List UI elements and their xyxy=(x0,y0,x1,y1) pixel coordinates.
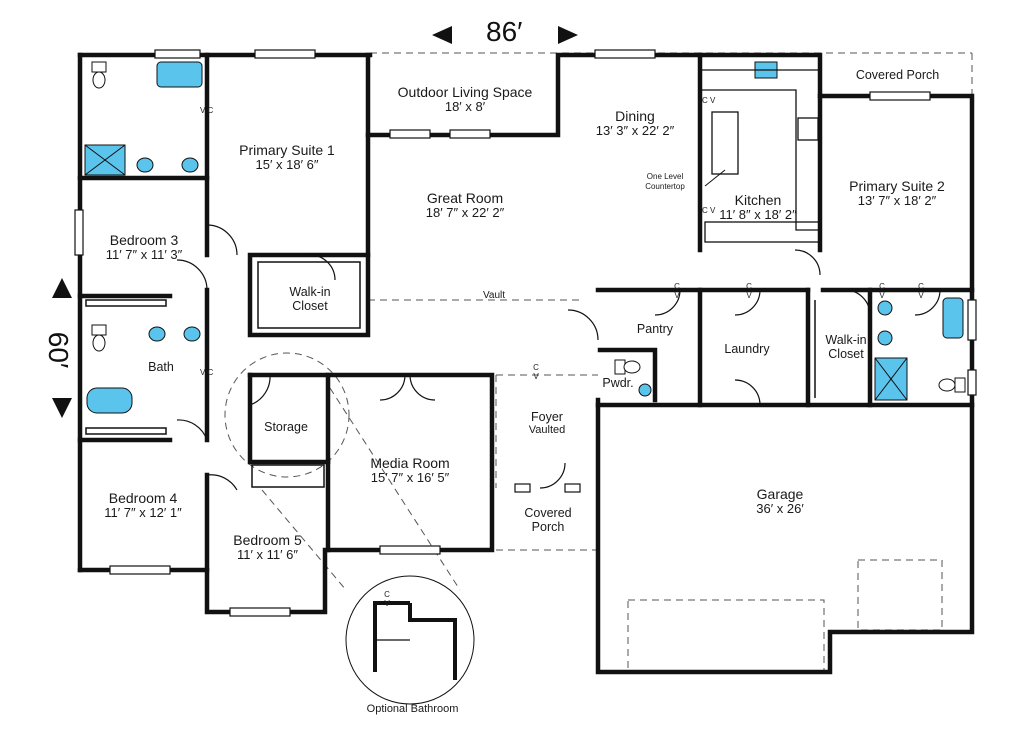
room-walk-in-closet-2: Walk-in Closet xyxy=(815,333,877,362)
room-name-2: Porch xyxy=(531,520,565,535)
room-name: Garage xyxy=(756,486,804,502)
vault-label: Vault xyxy=(482,290,506,301)
room-primary-suite-1: Primary Suite 1 15′ x 18′ 6″ xyxy=(222,142,352,173)
room-bedroom-3: Bedroom 3 11′ 7″ x 11′ 3″ xyxy=(88,232,200,263)
room-name: Primary Suite 1 xyxy=(239,142,335,158)
room-storage: Storage xyxy=(255,420,317,434)
optional-bathroom-inset xyxy=(345,575,475,705)
room-size: 11′ 7″ x 12′ 1″ xyxy=(104,505,182,521)
cv-marker: C V xyxy=(384,590,390,608)
cv-marker: C V xyxy=(918,282,924,300)
room-name: Foyer xyxy=(531,410,563,424)
room-foyer: Foyer Vaulted xyxy=(515,410,579,437)
width-dimension: 86′ xyxy=(486,16,523,47)
room-name: Storage xyxy=(264,420,308,434)
arrow-up-icon xyxy=(52,278,72,298)
room-bedroom-5: Bedroom 5 11′ x 11′ 6″ xyxy=(215,532,320,563)
optional-bathroom-label: Optional Bathroom xyxy=(366,703,459,715)
room-kitchen: Kitchen 11′ 8″ x 18′ 2″ xyxy=(712,192,804,223)
arrow-left-icon xyxy=(432,26,452,44)
room-bath: Bath xyxy=(140,360,182,374)
room-name: Kitchen xyxy=(734,192,782,208)
room-size: 18′ 7″ x 22′ 2″ xyxy=(425,205,505,221)
cv-marker: C V xyxy=(674,282,680,300)
cv-marker: C V xyxy=(746,282,752,300)
room-size: 11′ 7″ x 11′ 3″ xyxy=(105,247,183,263)
room-name: Pwdr. xyxy=(602,376,634,390)
blue-fixtures xyxy=(84,61,964,668)
room-name: Covered xyxy=(524,506,572,520)
arrow-right-icon xyxy=(558,26,578,44)
countertop-note-line2: Countertop xyxy=(645,181,685,191)
closet-shelves xyxy=(85,261,816,488)
arrow-down-icon xyxy=(52,398,72,418)
room-walk-in-closet-1: Walk-in Closet xyxy=(270,285,350,314)
room-media-room: Media Room 15′ 7″ x 16′ 5″ xyxy=(345,455,475,486)
room-name: Walk-in xyxy=(825,333,867,347)
room-bedroom-4: Bedroom 4 11′ 7″ x 12′ 1″ xyxy=(88,490,198,521)
countertop-note-line1: One Level xyxy=(646,172,684,181)
cv-marker: C V xyxy=(533,363,539,381)
depth-dimension: 60′ xyxy=(43,331,75,369)
room-name: Bedroom 4 xyxy=(108,490,178,506)
cv-marker: C V xyxy=(879,282,885,300)
countertop-leader xyxy=(704,169,726,187)
room-size: 36′ x 26′ xyxy=(756,501,804,517)
cv-marker: C V xyxy=(702,96,716,105)
room-name: Laundry xyxy=(724,342,770,356)
room-name: Primary Suite 2 xyxy=(849,178,945,194)
room-name: Pantry xyxy=(636,322,674,336)
room-name: Bedroom 5 xyxy=(233,532,302,548)
countertop-note: One Level Countertop xyxy=(635,172,695,191)
room-size: 15′ 7″ x 16′ 5″ xyxy=(370,470,450,486)
room-covered-porch-front: Covered Porch xyxy=(510,506,586,535)
room-covered-porch-rear: Covered Porch xyxy=(840,68,955,82)
room-size: 18′ x 8′ xyxy=(444,99,486,115)
room-name: Media Room xyxy=(370,455,450,471)
room-name: Covered Porch xyxy=(855,68,940,82)
room-powder: Pwdr. xyxy=(598,376,638,390)
room-name: Walk-in xyxy=(289,285,331,299)
room-garage: Garage 36′ x 26′ xyxy=(730,486,830,517)
room-size: 13′ 7″ x 18′ 2″ xyxy=(857,193,937,209)
room-dining: Dining 13′ 3″ x 22′ 2″ xyxy=(575,108,695,139)
dimension-arrows xyxy=(52,26,578,418)
walls xyxy=(77,52,975,675)
room-name: Outdoor Living Space xyxy=(397,84,533,100)
cv-marker: V C xyxy=(200,106,214,115)
room-name-2: Closet xyxy=(292,299,328,314)
cv-marker: C V xyxy=(702,206,716,215)
room-name: Bedroom 3 xyxy=(109,232,179,248)
room-laundry: Laundry xyxy=(715,342,779,356)
room-size: 15′ x 18′ 6″ xyxy=(255,157,319,173)
room-name: Bath xyxy=(148,360,174,374)
kitchen-counters xyxy=(699,69,821,243)
room-size: 11′ x 11′ 6″ xyxy=(236,547,299,563)
room-outdoor-living: Outdoor Living Space 18′ x 8′ xyxy=(385,84,545,115)
room-size: 13′ 3″ x 22′ 2″ xyxy=(595,123,675,139)
room-primary-suite-2: Primary Suite 2 13′ 7″ x 18′ 2″ xyxy=(832,178,962,209)
room-great-room: Great Room 18′ 7″ x 22′ 2″ xyxy=(400,190,530,221)
windows xyxy=(74,49,977,617)
room-size: 11′ 8″ x 18′ 2″ xyxy=(719,207,797,223)
room-name: Dining xyxy=(615,108,655,124)
room-note: Vaulted xyxy=(528,424,566,437)
room-pantry: Pantry xyxy=(625,322,685,336)
room-name-2: Closet xyxy=(828,347,864,362)
door-arcs xyxy=(176,224,941,491)
room-name: Great Room xyxy=(426,190,504,206)
cv-marker: V C xyxy=(200,368,214,377)
